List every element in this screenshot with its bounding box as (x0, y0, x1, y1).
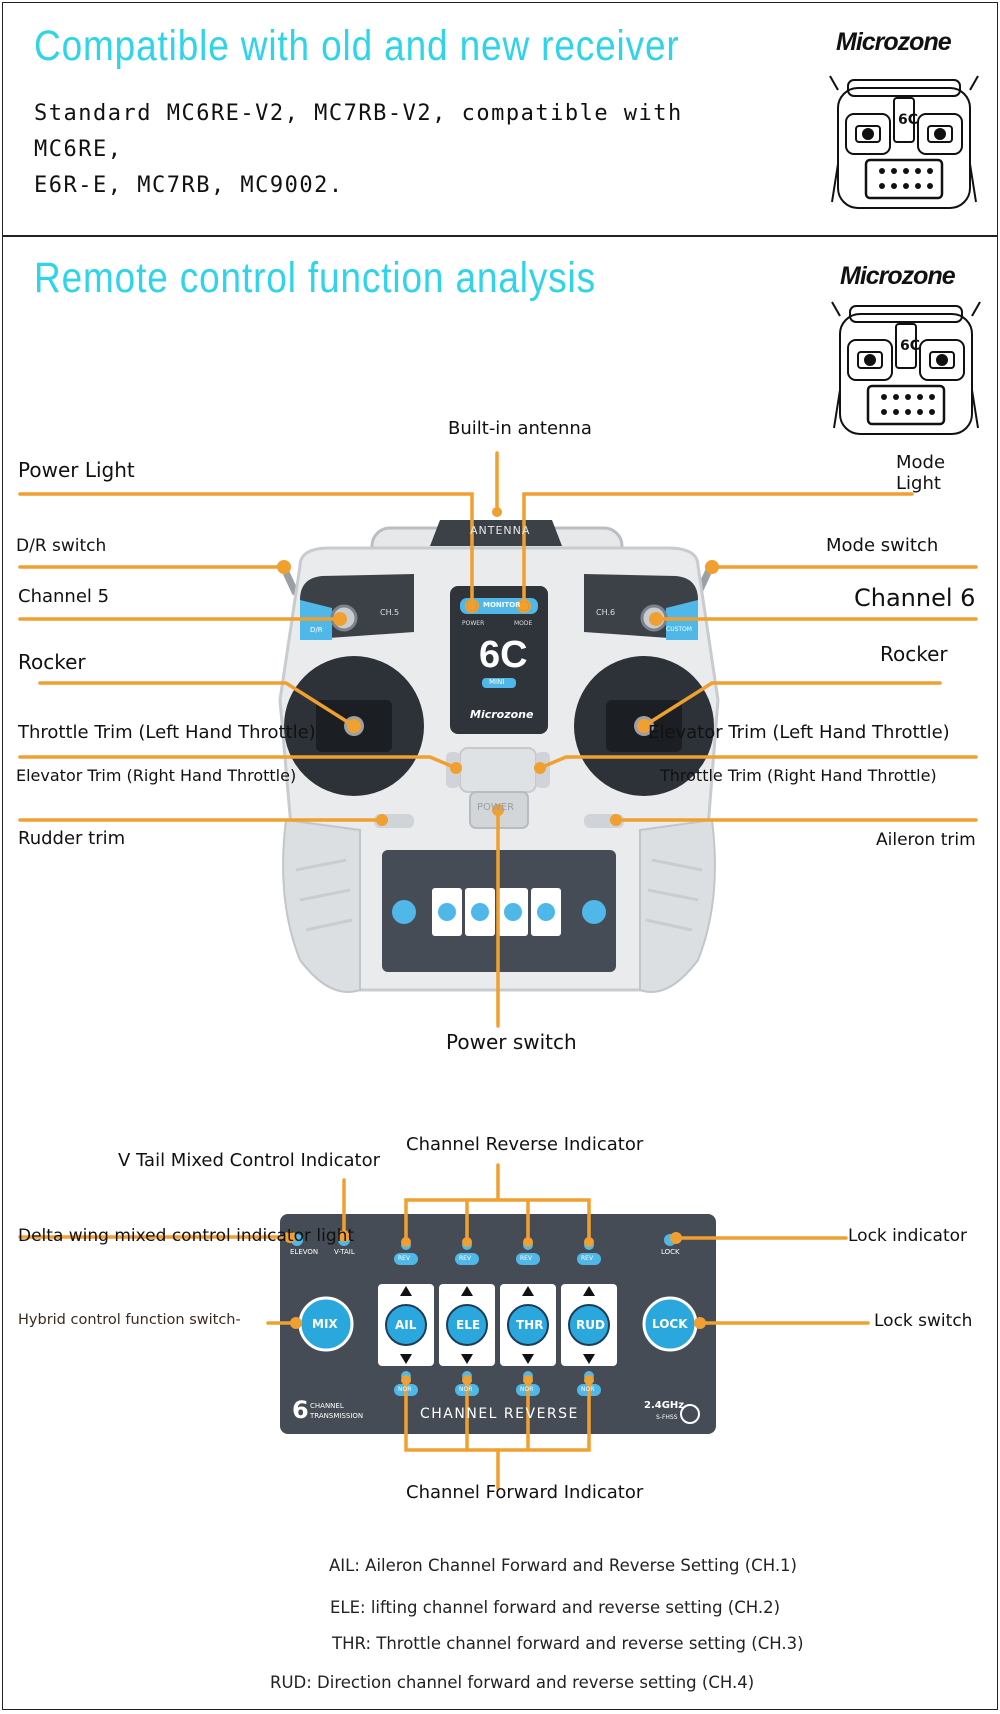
callout-built-in-antenna: Built-in antenna (448, 418, 592, 439)
callout-mode-switch: Mode switch (826, 535, 939, 556)
panel-vtail-text: V-TAIL (334, 1248, 355, 1256)
callout-aileron-trim: Aileron trim (876, 830, 976, 850)
callout-lock-indicator: Lock indicator (848, 1226, 967, 1246)
callout-channel-reverse-indicator: Channel Reverse Indicator (406, 1134, 644, 1155)
note-ail: AIL: Aileron Channel Forward and Reverse… (329, 1556, 797, 1575)
monitor-text: MONITOR (483, 601, 521, 609)
top-section-frame (2, 2, 998, 236)
channel-key-ele[interactable]: ELE (456, 1318, 481, 1332)
rev-indicator-rud: REV (581, 1255, 594, 1262)
nor-indicator-rud: NOR (581, 1386, 595, 1393)
callout-dr-switch: D/R switch (16, 536, 107, 556)
panel-fhss: S-FHSS (656, 1414, 678, 1421)
channel-key-thr[interactable]: THR (516, 1318, 544, 1332)
callout-channel-6: Channel 6 (854, 584, 976, 612)
note-ele: ELE: lifting channel forward and reverse… (330, 1598, 781, 1617)
compatibility-description: Standard MC6RE-V2, MC7RB-V2, compatible … (34, 101, 683, 198)
callout-rocker-right: Rocker (880, 642, 948, 666)
rev-indicator-ail: REV (398, 1255, 411, 1262)
callout-throttle-trim-left: Throttle Trim (Left Hand Throttle) (18, 722, 316, 743)
callout-channel-forward-indicator: Channel Forward Indicator (406, 1482, 644, 1503)
note-thr: THR: Throttle channel forward and revers… (332, 1634, 804, 1653)
mode-light-text: MODE (514, 620, 533, 627)
channel-key-rud[interactable]: RUD (576, 1318, 605, 1332)
antenna-text: ANTENNA (470, 524, 531, 537)
panel-channel-count: 6 (292, 1396, 309, 1424)
callout-power-switch: Power switch (446, 1030, 577, 1054)
callout-rocker-left: Rocker (18, 650, 86, 674)
callout-elevator-trim-right: Elevator Trim (Right Hand Throttle) (16, 766, 297, 785)
callout-hybrid-switch: Hybrid control function switch- (18, 1312, 241, 1328)
callout-power-light: Power Light (18, 458, 135, 482)
brand-logo-bottom: Microzone (840, 262, 956, 290)
transmitter-brand: Microzone (470, 708, 534, 721)
model-sub-label: MINI (489, 678, 505, 686)
nor-indicator-ail: NOR (398, 1386, 412, 1393)
nor-indicator-ele: NOR (459, 1386, 473, 1393)
callout-lock-switch: Lock switch (874, 1311, 973, 1331)
power-light-text: POWER (462, 620, 485, 627)
panel-frequency: 2.4GHz (644, 1400, 685, 1411)
panel-lock-indicator-text: LOCK (661, 1248, 680, 1256)
callout-delta-wing-indicator: Delta wing mixed control indicator light (18, 1226, 355, 1246)
panel-elevon-text: ELEVON (290, 1248, 319, 1256)
callout-channel-5: Channel 5 (18, 586, 110, 607)
rev-indicator-ele: REV (459, 1255, 472, 1262)
ch5-text: CH.5 (380, 608, 400, 617)
dr-text: D/R (310, 626, 323, 634)
rev-indicator-thr: REV (520, 1255, 533, 1262)
note-rud: RUD: Direction channel forward and rever… (270, 1673, 755, 1692)
callout-v-tail-indicator: V Tail Mixed Control Indicator (118, 1150, 380, 1171)
callout-throttle-trim-right: Throttle Trim (Right Hand Throttle) (660, 766, 937, 785)
brand-logo-top: Microzone (836, 28, 952, 56)
mode-light-label: Mode Light (896, 452, 946, 494)
callout-rudder-trim: Rudder trim (18, 828, 126, 849)
channel-key-ail[interactable]: AIL (395, 1318, 417, 1332)
mix-button[interactable]: MIX (312, 1317, 338, 1331)
compatibility-heading: Compatible with old and new receiver (34, 22, 680, 70)
ch6-text: CH.6 (596, 608, 616, 617)
power-button[interactable]: POWER (477, 802, 515, 813)
bottom-section-frame (2, 236, 998, 1710)
panel-channel-reverse: CHANNEL REVERSE (420, 1406, 579, 1422)
nor-indicator-thr: NOR (520, 1386, 534, 1393)
lock-button[interactable]: LOCK (652, 1317, 688, 1331)
panel-channel-word: CHANNEL (310, 1402, 344, 1410)
panel-transmission-word: TRANSMISSION (310, 1412, 364, 1420)
function-analysis-heading: Remote control function analysis (34, 254, 596, 302)
model-label: 6C (479, 634, 528, 676)
custom-text: CUSTOM (666, 626, 692, 633)
callout-elevator-trim-left: Elevator Trim (Left Hand Throttle) (648, 722, 950, 743)
